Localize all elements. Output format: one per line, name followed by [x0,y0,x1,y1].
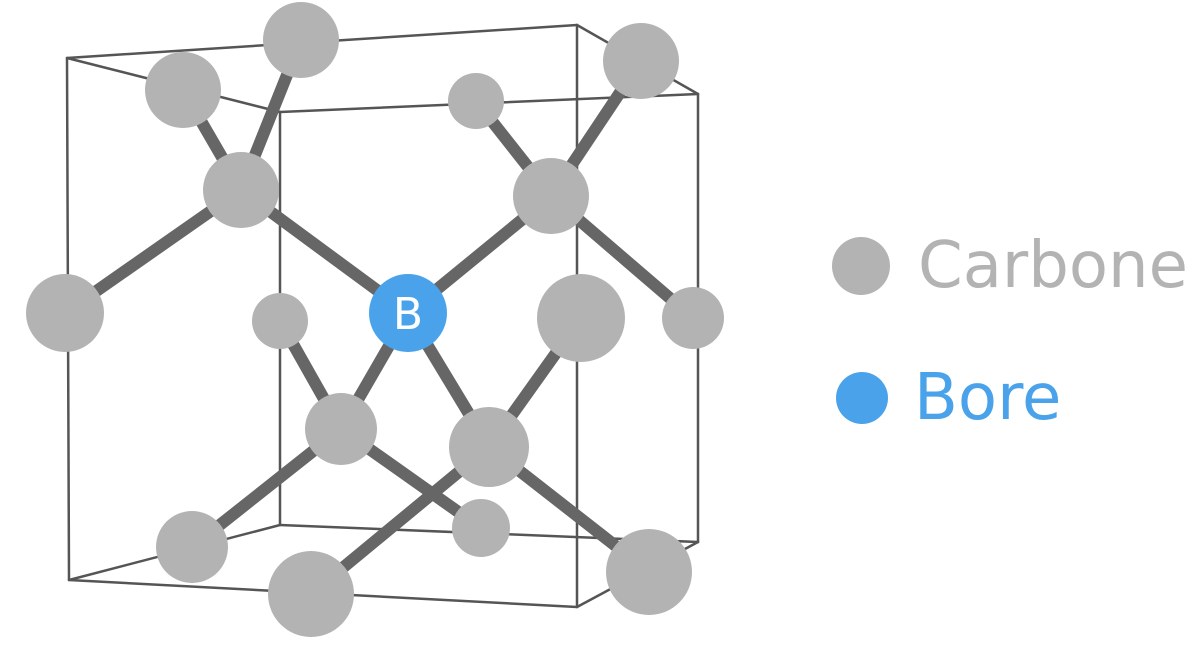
legend-boron-label: Bore [914,361,1062,435]
carbon-atom [513,158,589,234]
carbon-atom [449,407,529,487]
carbon-atom [452,499,510,557]
legend-item-carbon: Carbone [832,228,1192,304]
legend-carbon-label: Carbone [918,229,1188,303]
boron-atom-circle [369,274,447,352]
boron-atom-symbol: B [393,289,423,340]
carbon-atom [263,2,339,78]
carbon-atom [26,274,104,352]
legend-boron-dot-icon [836,372,888,424]
carbon-atom [606,529,692,615]
carbon-atom [537,274,625,362]
carbon-atom [448,73,504,129]
boron-atom: B [369,274,447,352]
carbon-atom [156,511,228,583]
carbon-atom [305,393,377,465]
carbon-atom [145,52,221,128]
legend-item-boron: Bore [832,360,1192,436]
carbon-atom [252,293,308,349]
legend-carbon-dot-icon [832,237,890,295]
carbon-atoms [26,2,724,637]
carbon-atom [268,551,354,637]
carbon-atom [662,287,724,349]
carbon-atom [603,23,679,99]
carbon-atom [203,152,279,228]
